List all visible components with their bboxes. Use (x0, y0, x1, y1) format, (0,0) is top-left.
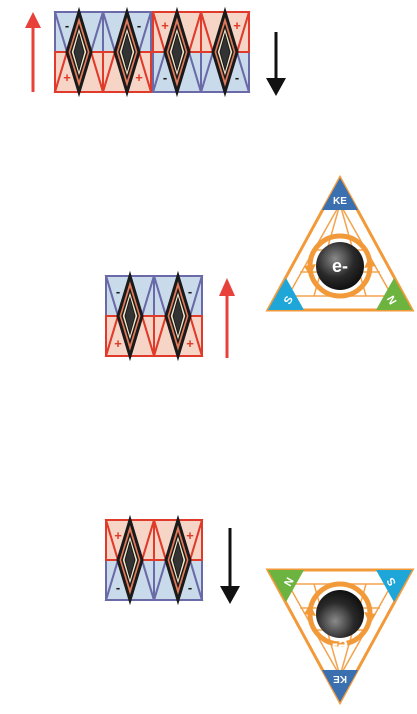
electron-label: e- (332, 256, 348, 276)
sign-minus: - (188, 580, 192, 595)
black-down-arrow-bottom (220, 528, 240, 604)
sign-minus: - (137, 18, 141, 33)
sign-plus: + (233, 18, 241, 33)
sign-plus: + (186, 528, 194, 543)
red-up-arrow-middle (219, 278, 235, 358)
sign-minus: - (116, 284, 120, 299)
electron-label: e- (332, 636, 348, 656)
sign-minus: - (116, 580, 120, 595)
sign-minus: - (65, 18, 69, 33)
sign-minus: - (163, 70, 167, 85)
sign-plus: + (135, 70, 143, 85)
ke-label: KE (333, 196, 347, 207)
sign-plus: + (63, 70, 71, 85)
ke-label: KE (333, 673, 347, 684)
sign-plus: + (161, 18, 169, 33)
sign-plus: + (114, 336, 122, 351)
sign-minus: - (188, 284, 192, 299)
electron-triangle-upright: KE S N e- (268, 178, 412, 310)
black-down-arrow-top (266, 32, 286, 96)
sign-plus: + (186, 336, 194, 351)
sign-plus: + (114, 528, 122, 543)
electron-sphere (316, 590, 364, 638)
sign-minus: - (235, 70, 239, 85)
red-up-arrow-top (25, 12, 41, 92)
